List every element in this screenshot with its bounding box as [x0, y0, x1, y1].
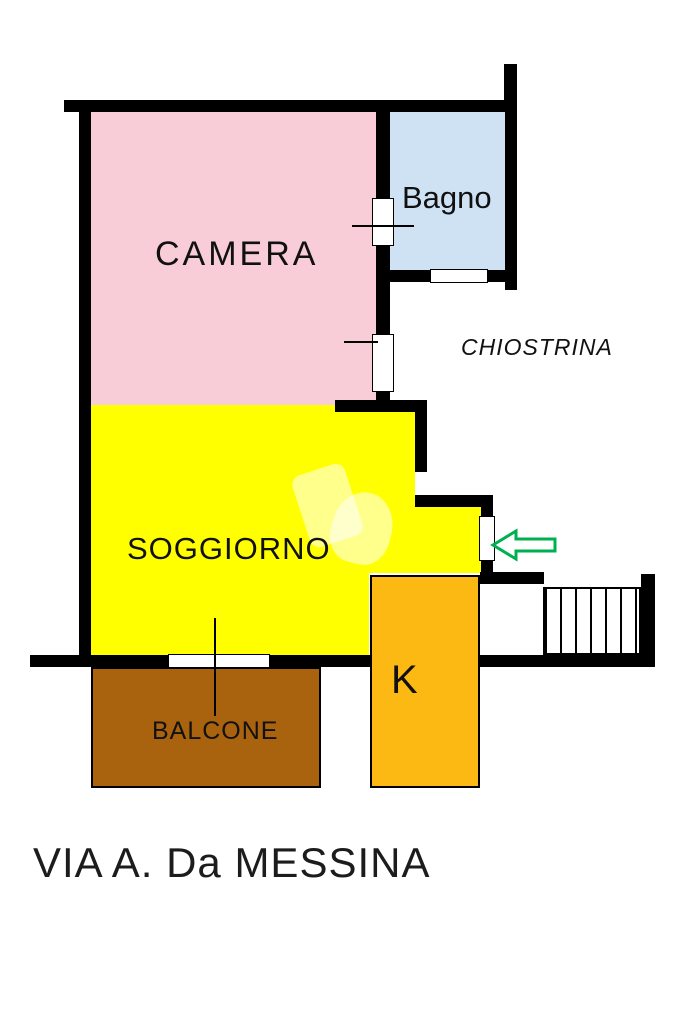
- window-balcony-door: [168, 654, 270, 668]
- balcone-leader-line: [214, 618, 216, 716]
- room-soggiorno-nook: [369, 410, 415, 505]
- sill-line-camera-door: [352, 225, 414, 227]
- wall-bagno-bottom-left: [390, 270, 430, 282]
- room-label-bagno: Bagno: [402, 180, 492, 215]
- entrance-left-arrow-icon: [490, 527, 558, 563]
- room-label-balcone: BALCONE: [152, 717, 279, 745]
- room-label-camera: CAMERA: [155, 235, 319, 273]
- room-label-kitchen: K: [391, 658, 418, 702]
- wall-right-upper: [505, 100, 517, 290]
- door-entrance: [479, 516, 495, 561]
- room-kitchen: [370, 575, 480, 788]
- wall-corridor-top: [415, 495, 493, 507]
- wall-entrance-jamb-bottom: [481, 560, 493, 575]
- wall-chiostrina-horizontal: [335, 400, 427, 412]
- wall-bottom-right: [480, 655, 655, 667]
- room-bagno: [390, 112, 505, 270]
- wall-left: [79, 100, 91, 667]
- wall-bottom-mid: [270, 655, 370, 667]
- door-camera-bagno: [372, 198, 394, 246]
- wall-entrance-jamb-top: [481, 495, 493, 517]
- room-camera: [91, 112, 376, 405]
- wall-camera-right-mid: [376, 246, 390, 334]
- wall-chiostrina-vertical: [415, 400, 427, 472]
- sill-line-window: [344, 341, 378, 343]
- room-balcone: [91, 667, 321, 788]
- wall-stairs-right: [641, 574, 655, 667]
- window-camera-chiostrina: [372, 334, 394, 392]
- room-label-soggiorno: SOGGIORNO: [127, 531, 331, 566]
- wall-top: [64, 100, 517, 112]
- window-bagno: [430, 269, 488, 283]
- room-label-chiostrina: CHIOSTRINA: [461, 334, 613, 360]
- stairs: [543, 587, 641, 655]
- wall-bottom-left: [30, 655, 168, 667]
- wall-entrance-bottom: [480, 572, 544, 584]
- wall-camera-right-upper: [376, 112, 390, 198]
- street-name: VIA A. Da MESSINA: [33, 839, 431, 886]
